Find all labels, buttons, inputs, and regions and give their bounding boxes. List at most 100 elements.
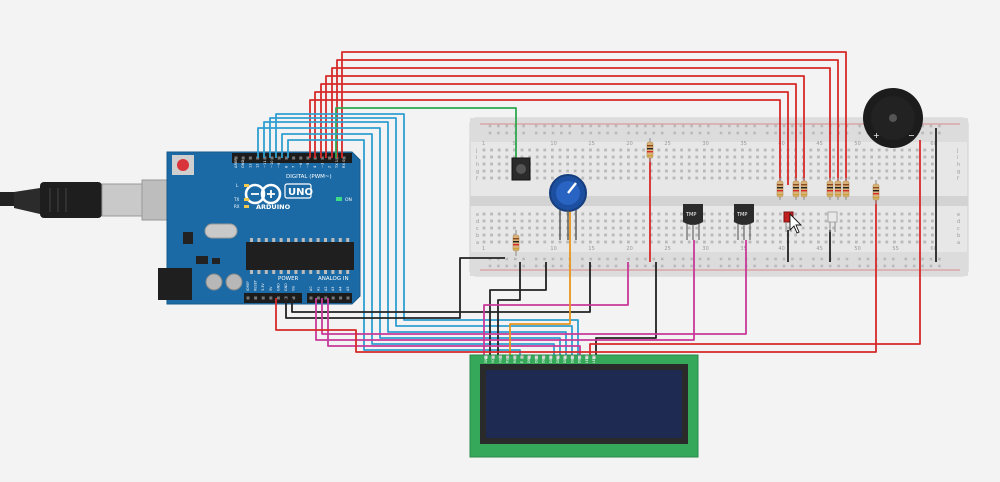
lcd-pin[interactable]: [513, 355, 517, 359]
digital-pin[interactable]: [284, 156, 288, 160]
analog-pin-label: A0: [309, 287, 313, 291]
wire-blue-2[interactable]: [263, 121, 567, 355]
power-pin[interactable]: [254, 296, 258, 300]
lcd-pin-label: DB1: [534, 356, 538, 363]
power-pin-label: Vin: [292, 286, 296, 291]
usb-cable[interactable]: [0, 179, 173, 221]
pushbutton[interactable]: [511, 157, 531, 181]
power-pin[interactable]: [261, 296, 265, 300]
lcd-pin[interactable]: [556, 355, 560, 359]
digital-pin[interactable]: [306, 156, 310, 160]
wire-red-2[interactable]: [336, 59, 839, 185]
digital-pin[interactable]: [234, 156, 238, 160]
led-clear[interactable]: [827, 211, 838, 232]
chip-leg: [272, 238, 276, 242]
wire-red-7[interactable]: [309, 99, 781, 185]
wire-red-6[interactable]: [314, 91, 789, 185]
chip-leg: [279, 270, 283, 274]
wire-red-1[interactable]: [341, 51, 847, 185]
column-number: 30: [702, 246, 708, 252]
power-pin[interactable]: [246, 296, 250, 300]
column-number: 25: [664, 141, 670, 147]
column-number: 10: [550, 141, 556, 147]
wire-black-2[interactable]: [291, 262, 591, 313]
wire-magenta-1[interactable]: [315, 240, 695, 341]
wire-magenta-2[interactable]: [321, 240, 747, 335]
wire-black-1[interactable]: [285, 257, 505, 319]
analog-pin[interactable]: [346, 296, 350, 300]
analog-label: ANALOG IN: [318, 276, 349, 282]
analog-pin[interactable]: [331, 296, 335, 300]
lcd-pin[interactable]: [534, 355, 538, 359]
wire-black-5[interactable]: [595, 262, 657, 355]
digital-pin[interactable]: [328, 156, 332, 160]
power-jack[interactable]: [158, 268, 192, 300]
column-number: 60: [930, 141, 936, 147]
lcd-pin-label: GND: [484, 355, 488, 363]
chip-leg: [294, 270, 298, 274]
lcd-pin[interactable]: [527, 355, 531, 359]
lcd-pin[interactable]: [542, 355, 546, 359]
digital-pin-label: TX 1: [335, 160, 339, 169]
wire-blue-3[interactable]: [269, 117, 573, 355]
reset-button-cap[interactable]: [177, 159, 189, 171]
digital-pin[interactable]: [241, 156, 245, 160]
buzzer-plus-label: +: [873, 131, 880, 140]
wire-red-4[interactable]: [325, 75, 805, 185]
digital-pin[interactable]: [299, 156, 303, 160]
lcd-pin[interactable]: [484, 355, 488, 359]
power-label: POWER: [278, 276, 299, 282]
analog-pin-label: A2: [324, 287, 328, 291]
temperature-sensor-2[interactable]: TMP: [734, 204, 754, 240]
digital-pin[interactable]: [342, 156, 346, 160]
digital-pin[interactable]: [277, 156, 281, 160]
digital-pin[interactable]: [248, 156, 252, 160]
column-number: 50: [854, 246, 860, 252]
wire-red-5[interactable]: [320, 83, 797, 185]
wire-blue-4[interactable]: [275, 113, 579, 355]
row-letter: e: [957, 212, 960, 218]
analog-pin[interactable]: [309, 296, 313, 300]
chip-leg: [287, 238, 290, 242]
column-number: 1: [482, 246, 485, 252]
lcd-pin[interactable]: [506, 355, 510, 359]
arduino-brand: ARDUINO: [256, 203, 291, 211]
wire-black-4[interactable]: [497, 262, 521, 355]
lcd-pin[interactable]: [563, 355, 567, 359]
wire-red-5v[interactable]: [275, 190, 877, 353]
row-letter: f: [476, 176, 478, 182]
lcd-pin[interactable]: [520, 355, 524, 359]
wire-red-buzzer[interactable]: [589, 140, 921, 355]
digital-pin[interactable]: [320, 156, 324, 160]
lcd-pin[interactable]: [491, 355, 495, 359]
lcd-pin[interactable]: [570, 355, 574, 359]
lcd-pin[interactable]: [578, 355, 582, 359]
wire-green-button[interactable]: [335, 107, 517, 160]
power-pin[interactable]: [292, 296, 296, 300]
column-number: 20: [626, 246, 632, 252]
digital-pin[interactable]: [270, 156, 274, 160]
digital-pin[interactable]: [292, 156, 296, 160]
wire-magenta-3[interactable]: [327, 298, 581, 355]
analog-pin[interactable]: [339, 296, 343, 300]
wire-red-3[interactable]: [331, 67, 831, 185]
potentiometer[interactable]: [549, 174, 587, 240]
analog-pin[interactable]: [324, 296, 328, 300]
wire-blue-6[interactable]: [287, 139, 521, 355]
lcd-pin[interactable]: [549, 355, 553, 359]
power-pin[interactable]: [269, 296, 273, 300]
temperature-sensor-1[interactable]: TMP: [683, 204, 703, 240]
lcd-pin[interactable]: [592, 355, 596, 359]
wire-magenta-4[interactable]: [483, 262, 629, 355]
wire-orange-pot[interactable]: [509, 210, 571, 355]
wire-black-3[interactable]: [489, 262, 547, 355]
lcd-pin[interactable]: [585, 355, 589, 359]
piezo-buzzer[interactable]: + −: [863, 88, 923, 148]
analog-pin[interactable]: [316, 296, 320, 300]
lcd-pin[interactable]: [498, 355, 502, 359]
power-pin[interactable]: [276, 296, 280, 300]
